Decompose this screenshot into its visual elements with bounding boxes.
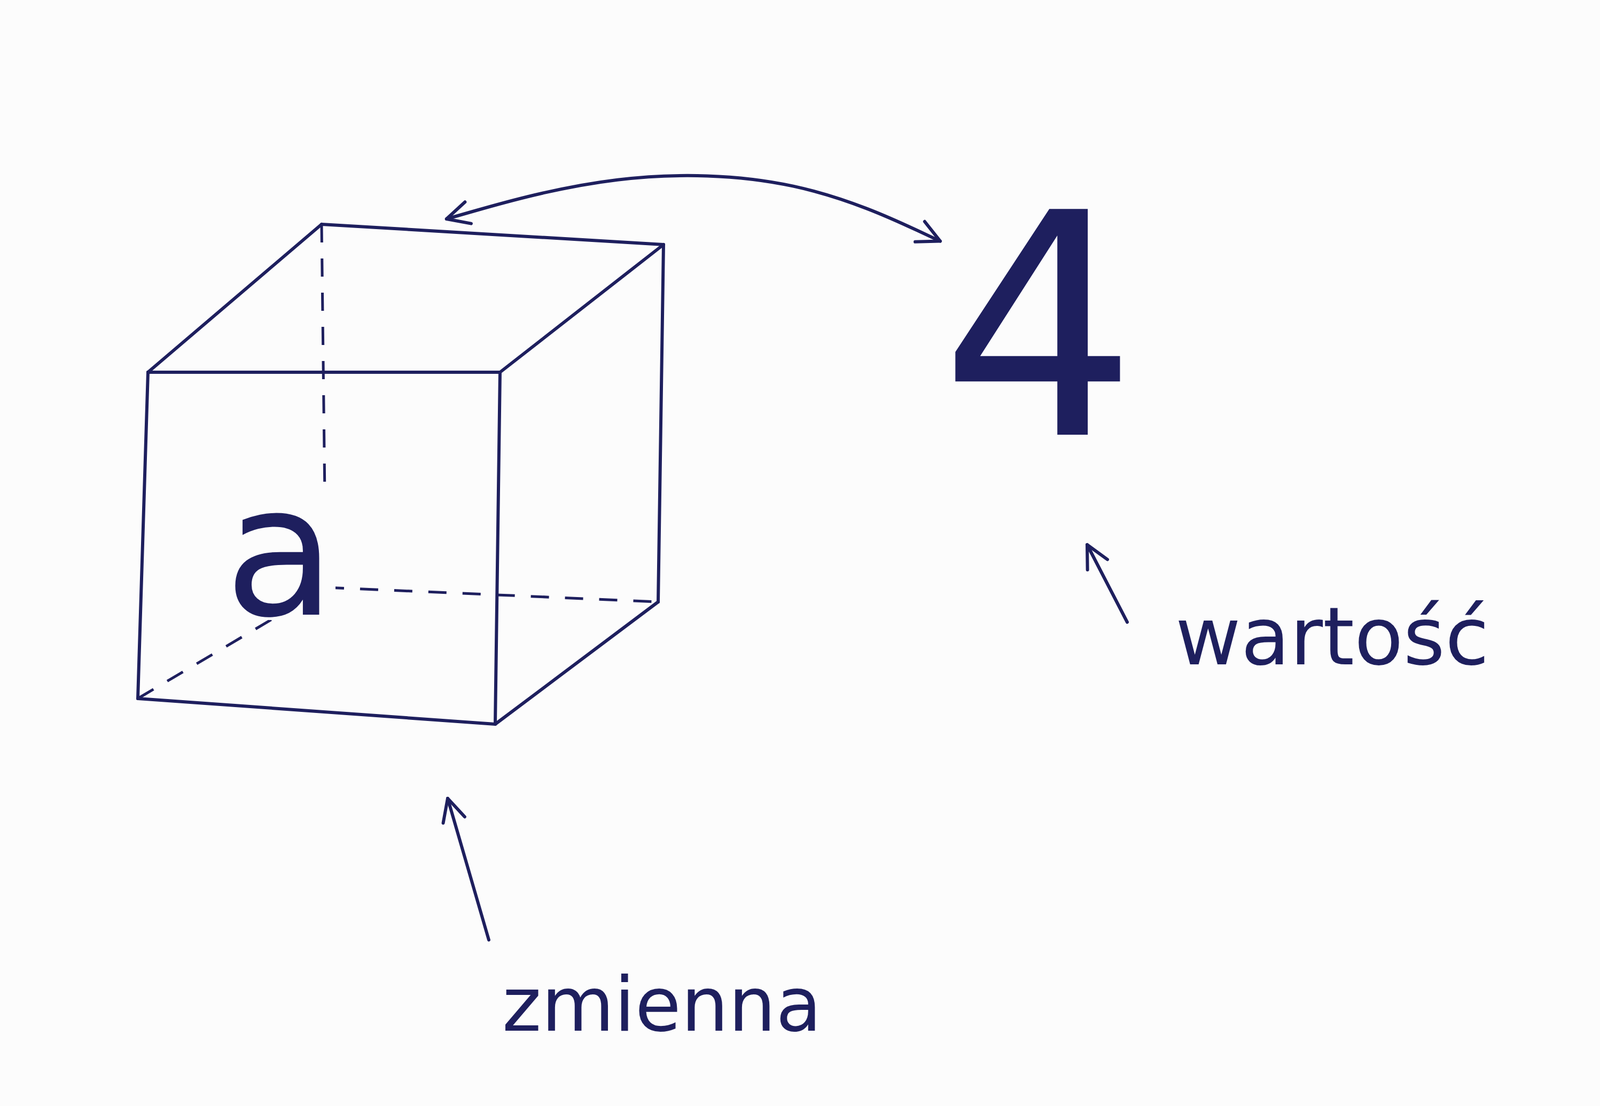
cube-edge — [321, 224, 664, 245]
cube-edge — [495, 602, 659, 725]
cube-edge — [137, 698, 496, 725]
annotation-label: zmienna — [502, 961, 822, 1049]
annotation-label: wartość — [1175, 590, 1489, 684]
cube-edge — [658, 244, 664, 603]
cube-edge — [500, 244, 664, 373]
value-node: 4 — [940, 173, 1138, 483]
cube-edge — [137, 372, 148, 699]
leader-line — [1087, 544, 1128, 623]
cube-outline — [133, 219, 674, 732]
variable-cube: a — [133, 219, 674, 732]
variable-name: a — [224, 484, 336, 621]
cube-edge — [495, 372, 501, 725]
assignment-arrow — [446, 175, 941, 242]
leader-line — [447, 798, 489, 941]
cube-edge — [147, 224, 322, 373]
hidden-edge — [325, 587, 659, 603]
value-text: 4 — [940, 173, 1138, 483]
